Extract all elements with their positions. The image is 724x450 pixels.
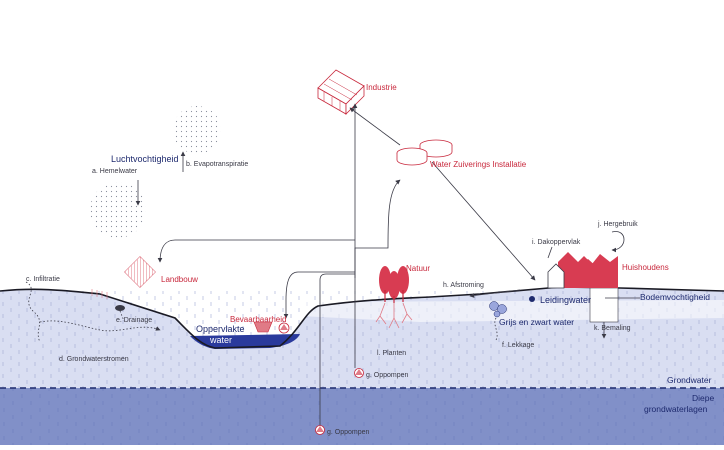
label-grondwater: Grondwater — [667, 375, 712, 385]
houses-icon — [547, 252, 618, 289]
label-lekkage: f. Lekkage — [502, 342, 534, 349]
roots-icon — [375, 302, 413, 329]
deep-groundwater-texture — [0, 388, 724, 445]
label-leidingwater: Leidingwater — [540, 295, 591, 305]
leidingwater-dot — [529, 296, 535, 302]
label-planten: l. Planten — [377, 350, 406, 357]
label-bevaarbaarheid: Bevaarbaarheid — [230, 315, 286, 324]
label-grondwaterstromen: d. Grondwaterstromen — [59, 356, 129, 363]
label-bemaling: k. Bemaling — [594, 325, 631, 332]
agriculture-icon — [124, 256, 156, 288]
pump-icon-deep — [315, 425, 325, 435]
label-diepe: Diepe — [692, 393, 714, 403]
pump-icon-shallow — [354, 368, 364, 378]
boat-icon — [253, 321, 273, 333]
label-huishoudens: Huishoudens — [622, 263, 669, 272]
label-afstroming: h. Afstroming — [443, 282, 484, 289]
ground-surface-line — [0, 286, 724, 349]
label-oppervlakte: Oppervlakte — [196, 324, 245, 334]
drainage-pipe-icon — [115, 305, 125, 311]
foundation — [589, 287, 619, 323]
label-drainage: e. Drainage — [116, 317, 152, 324]
treatment-plant-icon — [396, 139, 453, 166]
rain-cloud — [90, 182, 146, 238]
flow-lines — [25, 103, 640, 425]
surface-water-body — [190, 334, 300, 349]
label-landbouw: Landbouw — [161, 275, 198, 284]
label-wzi: Water Zuiverings Installatie — [430, 160, 527, 169]
label-hemelwater: a. Hemelwater — [92, 168, 138, 175]
label-dakoppervlak: i. Dakoppervlak — [532, 239, 581, 246]
factory-icon — [317, 69, 365, 115]
greywater-bubbles-icon — [489, 301, 507, 318]
label-evapotranspiratie: b. Evapotranspiratie — [186, 161, 248, 168]
pump-icon-surface — [278, 322, 290, 334]
label-natuur: Natuur — [406, 264, 430, 273]
label-oppompen-shallow: g. Oppompen — [366, 372, 409, 379]
label-water: water — [209, 335, 232, 345]
label-oppompen-deep: g. Oppompen — [327, 429, 370, 436]
label-industrie: Industrie — [366, 83, 397, 92]
evapotranspiration-cloud — [173, 106, 221, 154]
label-hergebruik: j. Hergebruik — [597, 221, 638, 228]
label-bodemvochtigheid: Bodemvochtigheid — [640, 292, 710, 302]
label-grondwaterlagen: grondwaterlagen — [644, 404, 708, 414]
trees-icon — [379, 266, 409, 303]
label-infiltratie: c. Infiltratie — [26, 276, 60, 283]
label-grijs-zwart: Grijs en zwart water — [499, 317, 574, 327]
label-luchtvochtigheid: Luchtvochtigheid — [111, 154, 179, 164]
crop-marks — [91, 289, 108, 299]
